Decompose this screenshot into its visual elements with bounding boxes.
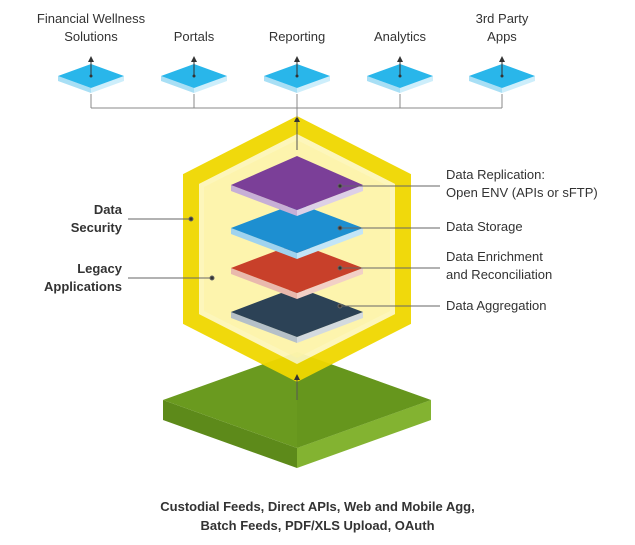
left-leaders bbox=[128, 216, 215, 281]
layer-data-replication bbox=[231, 156, 363, 216]
label-data-aggregation: Data Aggregation bbox=[446, 297, 546, 315]
label-line1: Data Replication: bbox=[446, 167, 545, 182]
app-tile-third-party bbox=[469, 56, 535, 93]
label-legacy-applications: Legacy Applications bbox=[44, 260, 122, 296]
app-label-line1: 3rd Party bbox=[475, 11, 529, 26]
layer-data-enrichment bbox=[231, 243, 363, 299]
label-data-enrichment: Data Enrichment and Reconciliation bbox=[446, 248, 552, 284]
app-label-reporting: Reporting bbox=[269, 28, 325, 46]
label-data-security: Data Security bbox=[71, 201, 122, 237]
label-line2: Open ENV (APIs or sFTP) bbox=[446, 185, 598, 200]
arrowhead-up-stack bbox=[294, 116, 300, 122]
data-sources-caption: Custodial Feeds, Direct APIs, Web and Mo… bbox=[0, 497, 635, 535]
label-data-storage: Data Storage bbox=[446, 218, 523, 236]
label-line1: Data Storage bbox=[446, 219, 523, 234]
app-label-line: Analytics bbox=[373, 29, 427, 44]
app-tile-reporting bbox=[264, 56, 330, 93]
label-line2: Security bbox=[70, 220, 122, 235]
caption-line1: Custodial Feeds, Direct APIs, Web and Mo… bbox=[160, 499, 475, 514]
app-tiles bbox=[58, 56, 535, 93]
app-tile-portals bbox=[161, 56, 227, 93]
label-line1: Data bbox=[93, 202, 122, 217]
app-label-financial-wellness: Financial Wellness Solutions bbox=[37, 10, 145, 46]
app-label-line2: Apps bbox=[487, 29, 517, 44]
layer-leaders bbox=[337, 183, 440, 309]
label-line1: Data Aggregation bbox=[446, 298, 547, 313]
caption-line2: Batch Feeds, PDF/XLS Upload, OAuth bbox=[200, 518, 435, 533]
app-label-third-party: 3rd Party Apps bbox=[476, 10, 529, 46]
label-line2: Applications bbox=[43, 279, 122, 294]
label-line1: Legacy bbox=[77, 261, 122, 276]
app-label-line2: Solutions bbox=[64, 29, 118, 44]
label-line2: and Reconciliation bbox=[446, 267, 553, 282]
distribution-bar bbox=[90, 94, 503, 118]
app-tile-analytics bbox=[367, 56, 433, 93]
app-label-line: Reporting bbox=[268, 29, 326, 44]
app-label-line1: Financial Wellness bbox=[36, 11, 146, 26]
app-tile-financial-wellness bbox=[58, 56, 124, 93]
arrowhead-up-base bbox=[294, 374, 300, 380]
app-label-portals: Portals bbox=[174, 28, 214, 46]
label-data-replication: Data Replication: Open ENV (APIs or sFTP… bbox=[446, 166, 598, 202]
label-line1: Data Enrichment bbox=[446, 249, 543, 264]
app-label-line: Portals bbox=[173, 29, 215, 44]
layer-data-storage bbox=[231, 203, 363, 259]
layer-data-aggregation bbox=[231, 287, 363, 343]
app-label-analytics: Analytics bbox=[374, 28, 426, 46]
